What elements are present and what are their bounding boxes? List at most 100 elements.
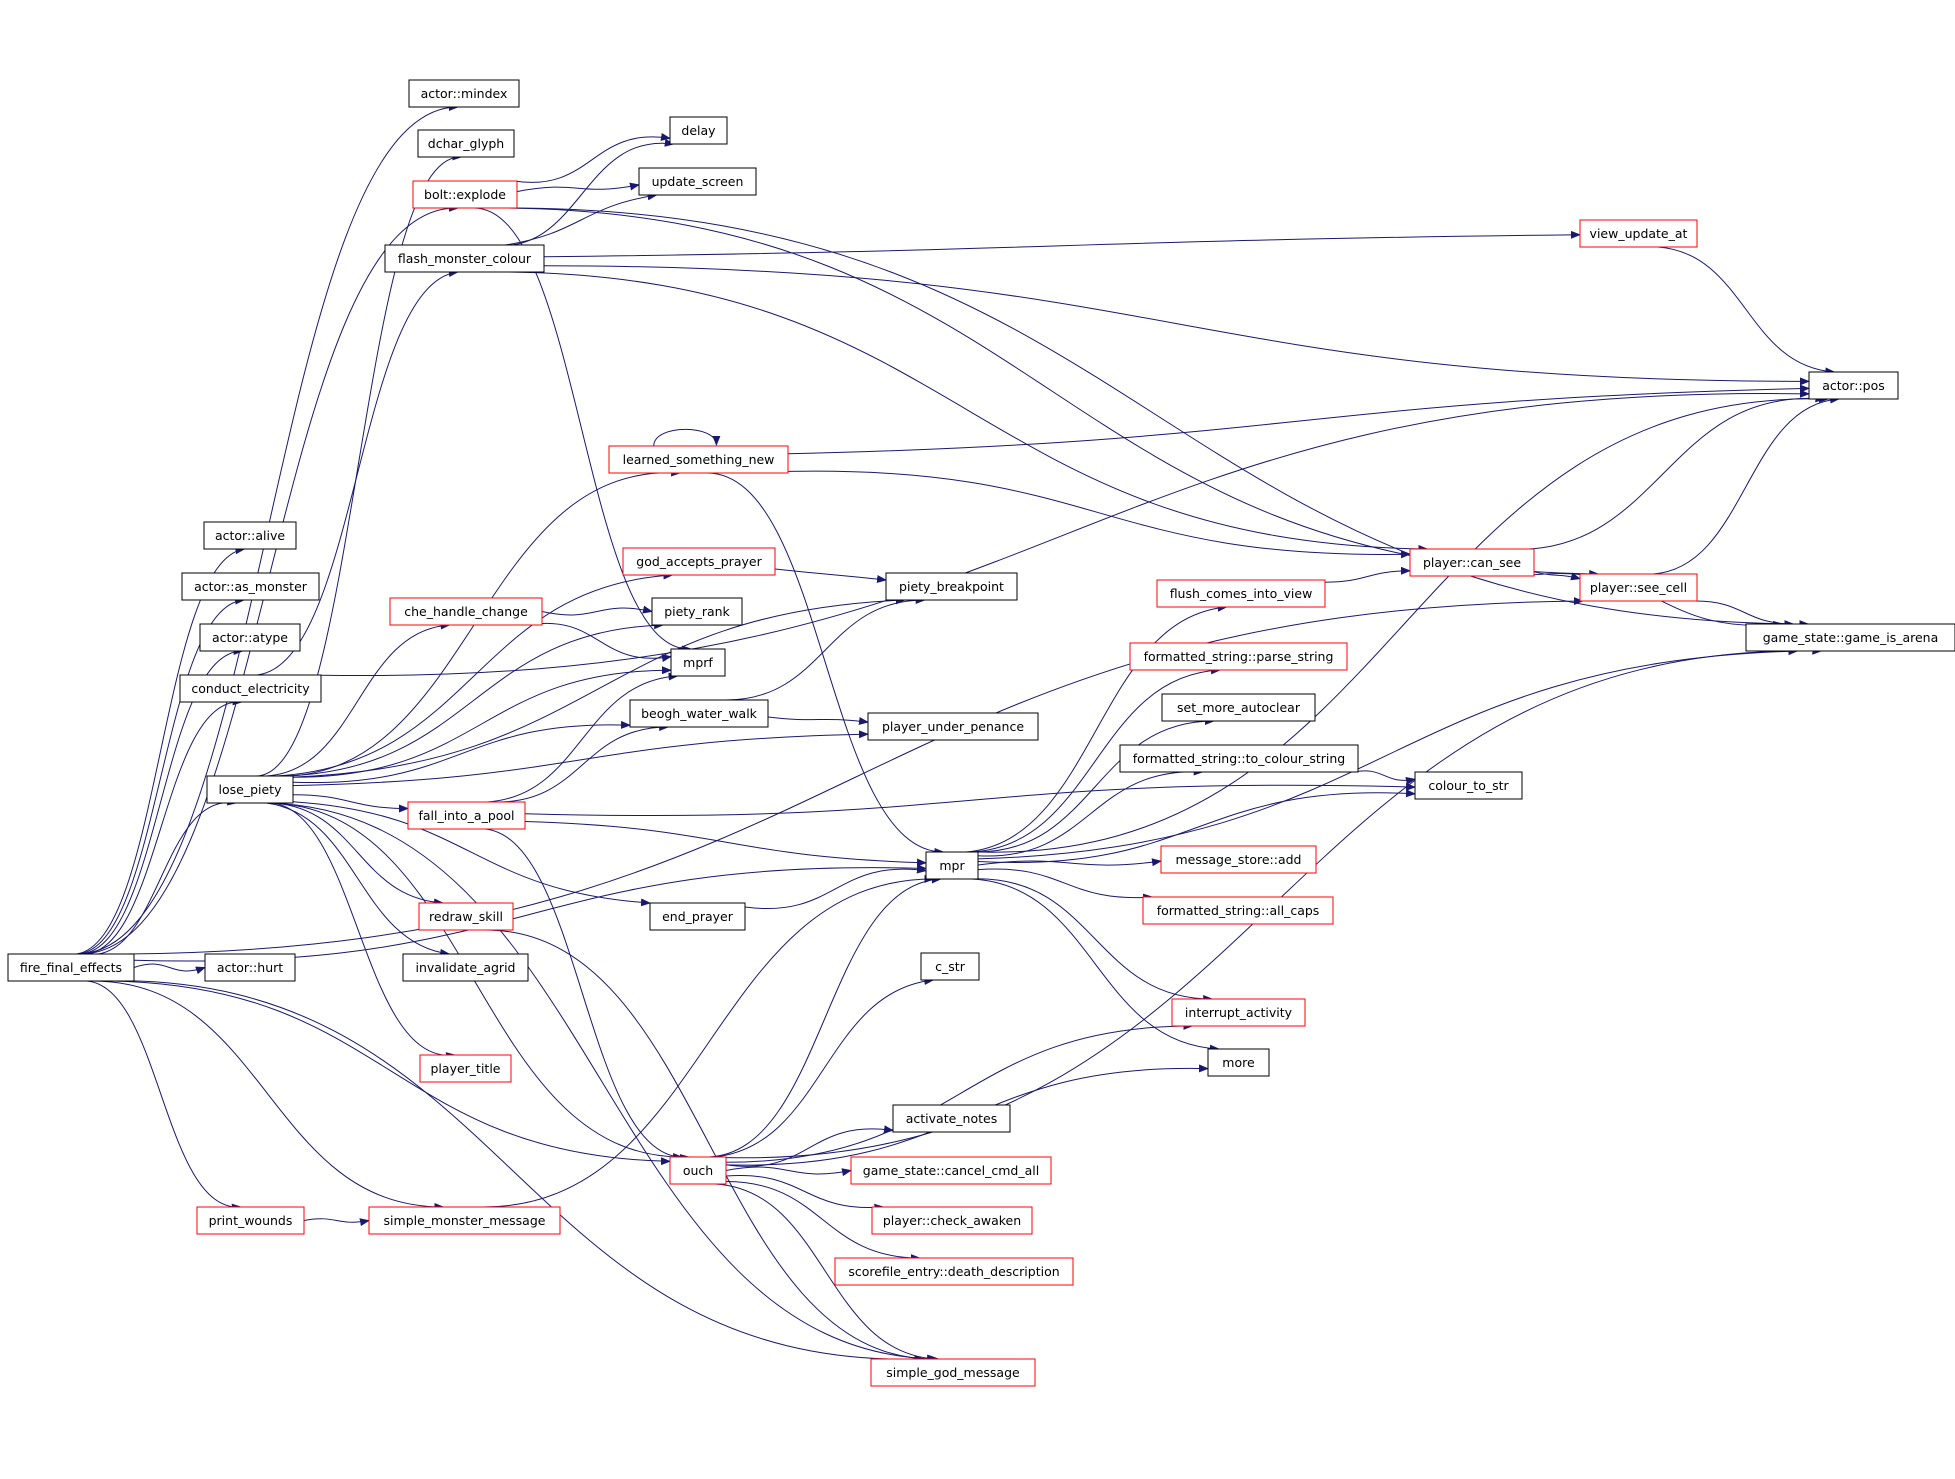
node-god-accepts-prayer[interactable]: god_accepts_prayer [622, 547, 776, 576]
edge-lose_piety-to-player_title [260, 802, 457, 1061]
node-fire-final-effects[interactable]: fire_final_effects [7, 953, 135, 982]
node-beogh-water-walk[interactable]: beogh_water_walk [629, 699, 769, 728]
node-simple-monster-message[interactable]: simple_monster_message [368, 1206, 561, 1235]
node-box [412, 180, 518, 209]
node-invalidate-agrid[interactable]: invalidate_agrid [402, 953, 529, 982]
node-set-more-autoclear[interactable]: set_more_autoclear [1161, 693, 1316, 722]
node-game-state-game-is-arena[interactable]: game_state::game_is_arena [1745, 623, 1955, 652]
node-piety-rank[interactable]: piety_rank [651, 597, 743, 626]
node-box [638, 167, 757, 196]
node-formatted-string-to-colour-string[interactable]: formatted_string::to_colour_string [1119, 744, 1359, 773]
node-label: che_handle_change [404, 604, 528, 619]
node-label: scorefile_entry::death_description [848, 1264, 1059, 1279]
node-flush-comes-into-view[interactable]: flush_comes_into_view [1156, 579, 1326, 608]
node-box [834, 1257, 1074, 1286]
edge-lose_piety-to-player_under_penance [292, 730, 869, 787]
node-ouch[interactable]: ouch [669, 1156, 727, 1185]
node-label: interrupt_activity [1185, 1005, 1293, 1020]
node-box [622, 547, 776, 576]
edge-simple_monster_message-to-mpr [482, 875, 935, 1208]
node-box [196, 1206, 305, 1235]
edge-ouch-to-game_state_cancel_cmd_all [725, 1166, 852, 1177]
node-che-handle-change[interactable]: che_handle_change [389, 597, 543, 626]
node-label: dchar_glyph [428, 136, 504, 151]
node-flash-monster-colour[interactable]: flash_monster_colour [384, 244, 545, 273]
node-box [892, 1104, 1011, 1133]
node-simple-god-message[interactable]: simple_god_message [870, 1358, 1036, 1387]
node-piety-breakpoint[interactable]: piety_breakpoint [885, 572, 1018, 601]
edge-lose_piety-to-invalidate_agrid [266, 802, 451, 957]
node-actor-as-monster[interactable]: actor::as_monster [181, 572, 320, 601]
node-player-title[interactable]: player_title [419, 1054, 512, 1083]
node-formatted-string-all-caps[interactable]: formatted_string::all_caps [1142, 896, 1334, 925]
node-bolt-explode[interactable]: bolt::explode [412, 180, 518, 209]
node-box [203, 521, 297, 550]
node-box [670, 648, 726, 677]
node-label: piety_rank [664, 604, 730, 619]
node-player-see-cell[interactable]: player::see_cell [1579, 573, 1698, 602]
node-interrupt-activity[interactable]: interrupt_activity [1171, 998, 1306, 1027]
node-print-wounds[interactable]: print_wounds [196, 1206, 305, 1235]
edge-ouch-to-activate_notes [725, 1125, 894, 1167]
node-actor-atype[interactable]: actor::atype [199, 623, 301, 652]
node-game-state-cancel-cmd-all[interactable]: game_state::cancel_cmd_all [850, 1156, 1052, 1185]
node-label: view_update_at [1590, 226, 1688, 241]
edge-fall_into_a_pool-to-beogh_water_walk [497, 723, 670, 803]
node-scorefile-entry-death-description[interactable]: scorefile_entry::death_description [834, 1257, 1074, 1286]
node-actor-mindex[interactable]: actor::mindex [408, 79, 520, 108]
edge-player_see_cell-to-game_state_game_is_arena [1695, 600, 1795, 628]
node-player-under-penance[interactable]: player_under_penance [867, 712, 1039, 741]
node-activate-notes[interactable]: activate_notes [892, 1104, 1011, 1133]
node-label: update_screen [652, 174, 744, 189]
node-label: player::check_awaken [883, 1213, 1021, 1228]
node-box [181, 572, 320, 601]
node-view-update-at[interactable]: view_update_at [1579, 219, 1698, 248]
node-label: activate_notes [906, 1111, 997, 1126]
node-box [669, 1156, 727, 1185]
node-label: god_accepts_prayer [636, 554, 762, 569]
node-more[interactable]: more [1207, 1048, 1270, 1077]
node-fall-into-a-pool[interactable]: fall_into_a_pool [407, 801, 526, 830]
node-learned-something-new[interactable]: learned_something_new [608, 445, 789, 474]
edge-che_handle_change-to-mprf [527, 622, 672, 663]
node-player-can-see[interactable]: player::can_see [1409, 548, 1535, 577]
node-colour-to-str[interactable]: colour_to_str [1414, 771, 1523, 800]
edge-lose_piety-to-god_accepts_prayer [276, 571, 674, 777]
node-player-check-awaken[interactable]: player::check_awaken [871, 1206, 1033, 1235]
node-dchar-glyph[interactable]: dchar_glyph [417, 129, 515, 158]
node-actor-alive[interactable]: actor::alive [203, 521, 297, 550]
edge-beogh_water_walk-to-piety_breakpoint [725, 596, 926, 701]
node-lose-piety[interactable]: lose_piety [206, 775, 294, 804]
node-delay[interactable]: delay [669, 116, 728, 145]
node-update-screen[interactable]: update_screen [638, 167, 757, 196]
node-label: conduct_electricity [191, 681, 310, 696]
node-mprf[interactable]: mprf [670, 648, 726, 677]
edge-mpr-to-actor_pos [977, 394, 1830, 853]
edge-flash_monster_colour-to-actor_pos [543, 265, 1810, 386]
node-box [870, 1358, 1036, 1387]
node-actor-hurt[interactable]: actor::hurt [204, 953, 296, 982]
node-label: c_str [935, 959, 966, 974]
node-c-str[interactable]: c_str [920, 952, 980, 981]
node-label: player::see_cell [1590, 580, 1687, 595]
node-mpr[interactable]: mpr [925, 851, 979, 880]
node-actor-pos[interactable]: actor::pos [1808, 371, 1899, 400]
edge-bolt_explode-to-player_see_cell [505, 207, 1600, 578]
node-redraw-skill[interactable]: redraw_skill [418, 902, 514, 931]
edge-fall_into_a_pool-to-colour_to_str [524, 782, 1416, 817]
node-label: more [1222, 1055, 1255, 1070]
edge-fire_final_effects-to-actor_atype [78, 647, 244, 955]
node-box [1161, 693, 1316, 722]
edge-fire_final_effects-to-lose_piety [84, 797, 238, 955]
node-formatted-string-parse-string[interactable]: formatted_string::parse_string [1129, 642, 1348, 671]
node-message-store-add[interactable]: message_store::add [1160, 845, 1317, 874]
node-box [389, 597, 543, 626]
edge-player_can_see-to-actor_pos [1501, 394, 1826, 551]
node-end-prayer[interactable]: end_prayer [649, 902, 746, 931]
node-conduct-electricity[interactable]: conduct_electricity [179, 674, 322, 703]
edge-mpr-to-flush_comes_into_view [966, 603, 1228, 853]
edge-ouch-to-interrupt_activity [725, 1022, 1194, 1163]
edge-mpr-to-colour_to_str [977, 789, 1416, 863]
node-box [1129, 642, 1348, 671]
